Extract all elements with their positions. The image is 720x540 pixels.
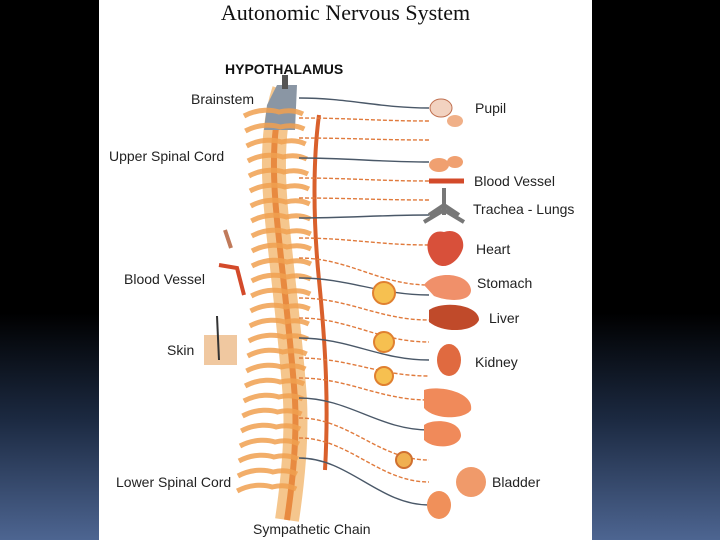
brainstem-shape [264,75,297,130]
nerve-fibers [298,97,430,506]
vertebra-rib [242,392,304,404]
nerve-fiber [298,117,430,122]
vertebra-rib [250,227,312,239]
label-kidney: Kidney [475,354,518,370]
intestine-icon [424,388,472,418]
vertebra-rib [248,182,311,194]
label-brainstem: Brainstem [191,91,255,107]
vertebra-rib [240,422,302,434]
ganglion-pelvic [395,451,413,469]
nerve-fiber [298,97,430,109]
organs [204,98,486,519]
label-hypothalamus: HYPOTHALAMUS [225,61,344,77]
intestine-icon [424,421,461,447]
nerve-fiber [298,177,430,182]
nerve-fiber [298,437,430,483]
heart-icon [427,230,464,267]
ganglion-superior-mesenteric [373,331,395,353]
nerve-fiber [298,197,430,201]
blood-vessel-top-icon [223,229,233,249]
vertebra-rib [238,437,301,449]
ganglion-celiac [372,281,396,305]
label-lower-spinal-cord: Lower Spinal Cord [116,474,232,490]
spinal-column [261,86,308,522]
liver-icon [429,304,479,331]
nerve-fiber [298,297,430,321]
label-bladder: Bladder [492,474,541,490]
gland-icon [447,115,463,127]
skin-icon [204,335,237,365]
vertebra-rib [250,272,312,284]
nervous-system-diagram [204,75,486,522]
vertebra-rib [250,212,312,224]
slide-panel: Autonomic Nervous System [99,0,592,540]
vertebra-rib [244,122,306,134]
nerve-fiber [298,377,430,401]
hair-icon [216,315,220,361]
label-trachea-lungs: Trachea - Lungs [473,201,575,217]
nerve-fiber [298,357,430,377]
vertebra-rib [242,107,305,119]
nerve-fiber [298,457,430,506]
nerve-fiber [298,257,430,286]
vertebra-rib [236,467,299,479]
vertebra-rib [247,332,309,344]
blood-vessel-left-icon [218,263,246,296]
vertebra-rib [246,152,308,164]
label-stomach: Stomach [477,275,533,291]
vertebra-rib [250,287,312,299]
vertebra-rib [249,197,311,209]
label-blood-vessel-left: Blood Vessel [124,271,205,287]
label-sympathetic-chain: Sympathetic Chain [253,521,371,537]
nerve-fiber [298,277,430,296]
vertebra-rib [246,347,308,359]
vertebra-rib [249,302,311,314]
gland-icon [447,156,463,168]
kidney-icon [437,344,461,376]
label-liver: Liver [489,310,520,326]
nerve-fiber [298,317,430,343]
sympathetic-chain [312,114,329,471]
salivary-gland-icon [429,158,449,172]
bladder-icon [456,467,486,497]
label-skin: Skin [167,342,195,358]
label-upper-spinal-cord: Upper Spinal Cord [109,148,225,164]
vertebra-rib [237,452,300,464]
nerve-fiber [298,157,430,163]
label-heart: Heart [476,241,511,257]
vertebra-rib [245,137,307,149]
vertebra-rib [241,407,303,419]
slide-title: Autonomic Nervous System [220,0,471,25]
vertebra-ribs [235,107,313,494]
nerve-fiber [298,137,430,141]
vertebra-rib [235,482,298,494]
reproductive-organ-icon [427,491,451,519]
vertebra-rib [248,317,310,329]
pupil-eye-icon [429,98,453,118]
ganglia [372,281,413,469]
stomach-icon [424,274,471,300]
nerve-fiber [298,337,430,361]
nerve-fiber [298,237,430,246]
vertebra-rib [250,257,313,269]
trachea-lungs-icon [422,188,466,224]
vertebra-rib [250,242,313,254]
vertebra-rib [245,362,307,374]
nerve-fiber [298,397,430,431]
vertebra-rib [243,377,306,389]
vertebra-rib [247,167,310,179]
label-pupil: Pupil [475,100,507,116]
ganglion-inferior-mesenteric [374,366,394,386]
nerve-fiber [298,214,430,219]
label-blood-vessel-right: Blood Vessel [474,173,555,189]
